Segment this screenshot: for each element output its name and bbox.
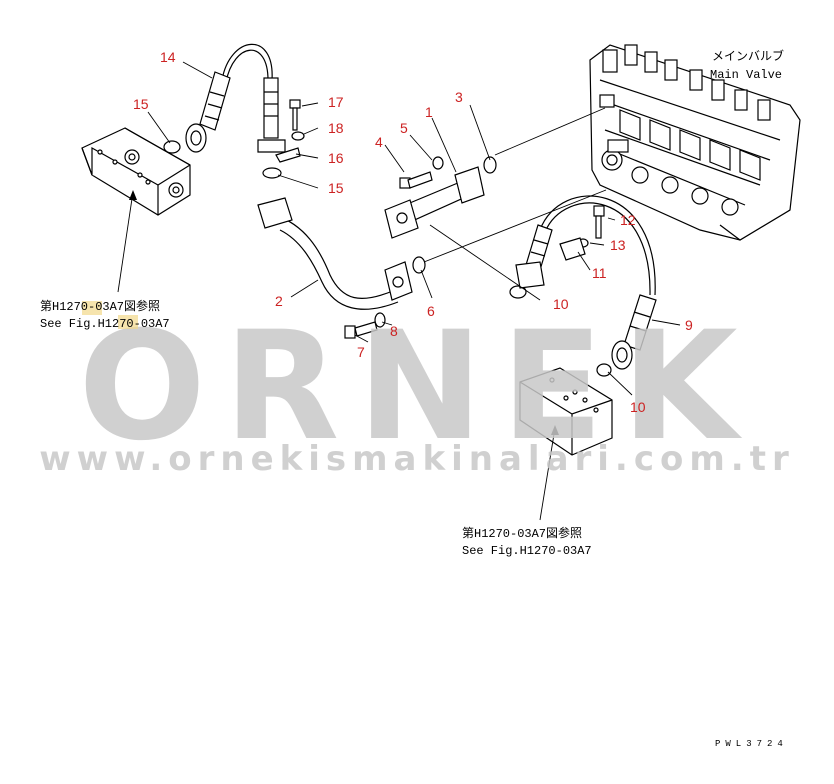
ref-bottom-jp: 第H1270-03A7図参照: [462, 525, 582, 541]
callout-12: 12: [620, 212, 636, 228]
callout-7: 7: [357, 344, 365, 360]
main-valve-drawing: [589, 44, 801, 241]
bolt-7-drawing: [344, 312, 386, 339]
callout-15-middle: 15: [328, 180, 344, 196]
arrow-left-block: [129, 190, 137, 200]
lower-block-drawing: [519, 367, 613, 456]
callout-10-lower: 10: [630, 399, 646, 415]
callout-2: 2: [275, 293, 283, 309]
watermark-url: www.ornekismakinalari.com.tr: [39, 439, 794, 479]
tube-2-drawing: [257, 197, 413, 310]
callout-15-left: 15: [133, 96, 149, 112]
callout-11: 11: [592, 265, 607, 281]
main-valve-label-en: Main Valve: [710, 68, 782, 82]
callout-3: 3: [455, 89, 463, 105]
callout-10-upper: 10: [553, 296, 569, 312]
callout-4: 4: [375, 134, 383, 150]
callout-5: 5: [400, 120, 408, 136]
callout-6: 6: [427, 303, 435, 319]
callout-8: 8: [390, 323, 398, 339]
highlight-mark-1: [82, 301, 102, 315]
hose-14-drawing: [163, 43, 286, 154]
callout-17: 17: [328, 94, 344, 110]
callout-13: 13: [610, 237, 626, 253]
main-valve-label-jp: メインバルブ: [712, 48, 784, 63]
leader-lines: [117, 61, 681, 521]
tube-1-drawing: [384, 156, 497, 239]
callout-group: 14 15 17 18 16 15 3 1 5 4 12 13 11 2 6 1…: [133, 49, 693, 415]
drawing-code: PWL3724: [715, 739, 788, 749]
ref-bottom-en: See Fig.H1270-03A7: [462, 544, 592, 558]
callout-9: 9: [685, 317, 693, 333]
callout-14: 14: [160, 49, 176, 65]
o-ring-6: [412, 256, 426, 274]
callout-1: 1: [425, 104, 433, 120]
callout-18: 18: [328, 120, 344, 136]
arrow-lower-block: [551, 425, 559, 435]
small-parts-upper: [262, 99, 305, 179]
left-block-drawing: [81, 127, 191, 216]
callout-16: 16: [328, 150, 344, 166]
ref-left-jp: 第H1270-03A7図参照: [40, 298, 160, 314]
ref-left-en: See Fig.H1270-03A7: [40, 317, 170, 331]
hose-9-drawing: [515, 195, 657, 377]
o-ring-10-upper: [509, 285, 527, 299]
highlight-mark-2: [118, 315, 138, 329]
watermark-brand: ORNEK: [78, 300, 755, 474]
